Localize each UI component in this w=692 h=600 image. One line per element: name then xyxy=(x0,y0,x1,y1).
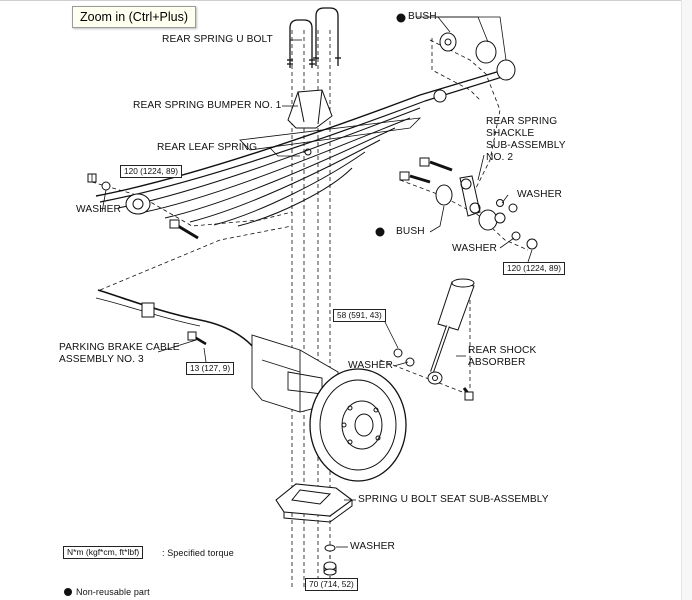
label-washer-shock: WASHER xyxy=(348,360,393,371)
zoom-tooltip: Zoom in (Ctrl+Plus) xyxy=(72,6,197,28)
label-bush-top: BUSH xyxy=(408,11,437,22)
label-spring-shackle: REAR SPRING SHACKLE SUB-ASSEMBLY NO. 2 xyxy=(486,116,566,163)
non-reusable-marker-top xyxy=(396,13,406,23)
label-washer-left: WASHER xyxy=(76,204,121,215)
bottom-hardware xyxy=(323,544,337,576)
label-rear-spring-bumper: REAR SPRING BUMPER NO. 1 xyxy=(133,100,282,111)
brake-drum xyxy=(309,368,407,482)
spring-bumper xyxy=(287,89,333,129)
u-bolt-seat xyxy=(275,483,353,523)
torque-spec-left: 120 (1224, 89) xyxy=(120,165,182,178)
legend-torque-text: : Specified torque xyxy=(162,548,234,558)
leaf-spring xyxy=(95,67,513,227)
u-bolts xyxy=(287,7,341,68)
legend-non-reusable-text: Non-reusable part xyxy=(76,587,150,597)
torque-spec-bottom: 70 (714, 52) xyxy=(305,578,358,591)
label-washer-right-lower: WASHER xyxy=(452,243,497,254)
label-bush-lower: BUSH xyxy=(396,226,425,237)
label-parking-brake-cable: PARKING BRAKE CABLE ASSEMBLY NO. 3 xyxy=(59,342,180,365)
top-divider xyxy=(0,0,692,1)
label-u-bolt-seat: SPRING U BOLT SEAT SUB-ASSEMBLY xyxy=(358,494,549,505)
leader-lines xyxy=(91,16,533,580)
torque-spec-cable: 13 (127, 9) xyxy=(186,362,235,375)
label-washer-bottom: WASHER xyxy=(350,541,395,552)
non-reusable-dot-icon xyxy=(64,587,72,596)
shock-absorber xyxy=(393,278,475,385)
torque-spec-shock: 58 (591, 43) xyxy=(333,309,386,322)
vertical-scrollbar[interactable] xyxy=(681,0,692,600)
label-rear-leaf-spring: REAR LEAF SPRING xyxy=(157,142,258,153)
spring-shackle xyxy=(435,175,538,250)
torque-spec-right: 120 (1224, 89) xyxy=(503,262,565,275)
top-bushes xyxy=(433,32,516,103)
non-reusable-marker-lower xyxy=(375,227,385,237)
label-rear-shock-absorber: REAR SHOCK ABSORBER xyxy=(468,345,537,368)
label-rear-spring-u-bolt: REAR SPRING U BOLT xyxy=(162,34,273,45)
legend-non-reusable: Non-reusable part xyxy=(64,586,150,598)
legend-torque-unit-box: N*m (kgf*cm, ft*lbf) xyxy=(63,546,144,559)
label-washer-right-upper: WASHER xyxy=(517,189,562,200)
